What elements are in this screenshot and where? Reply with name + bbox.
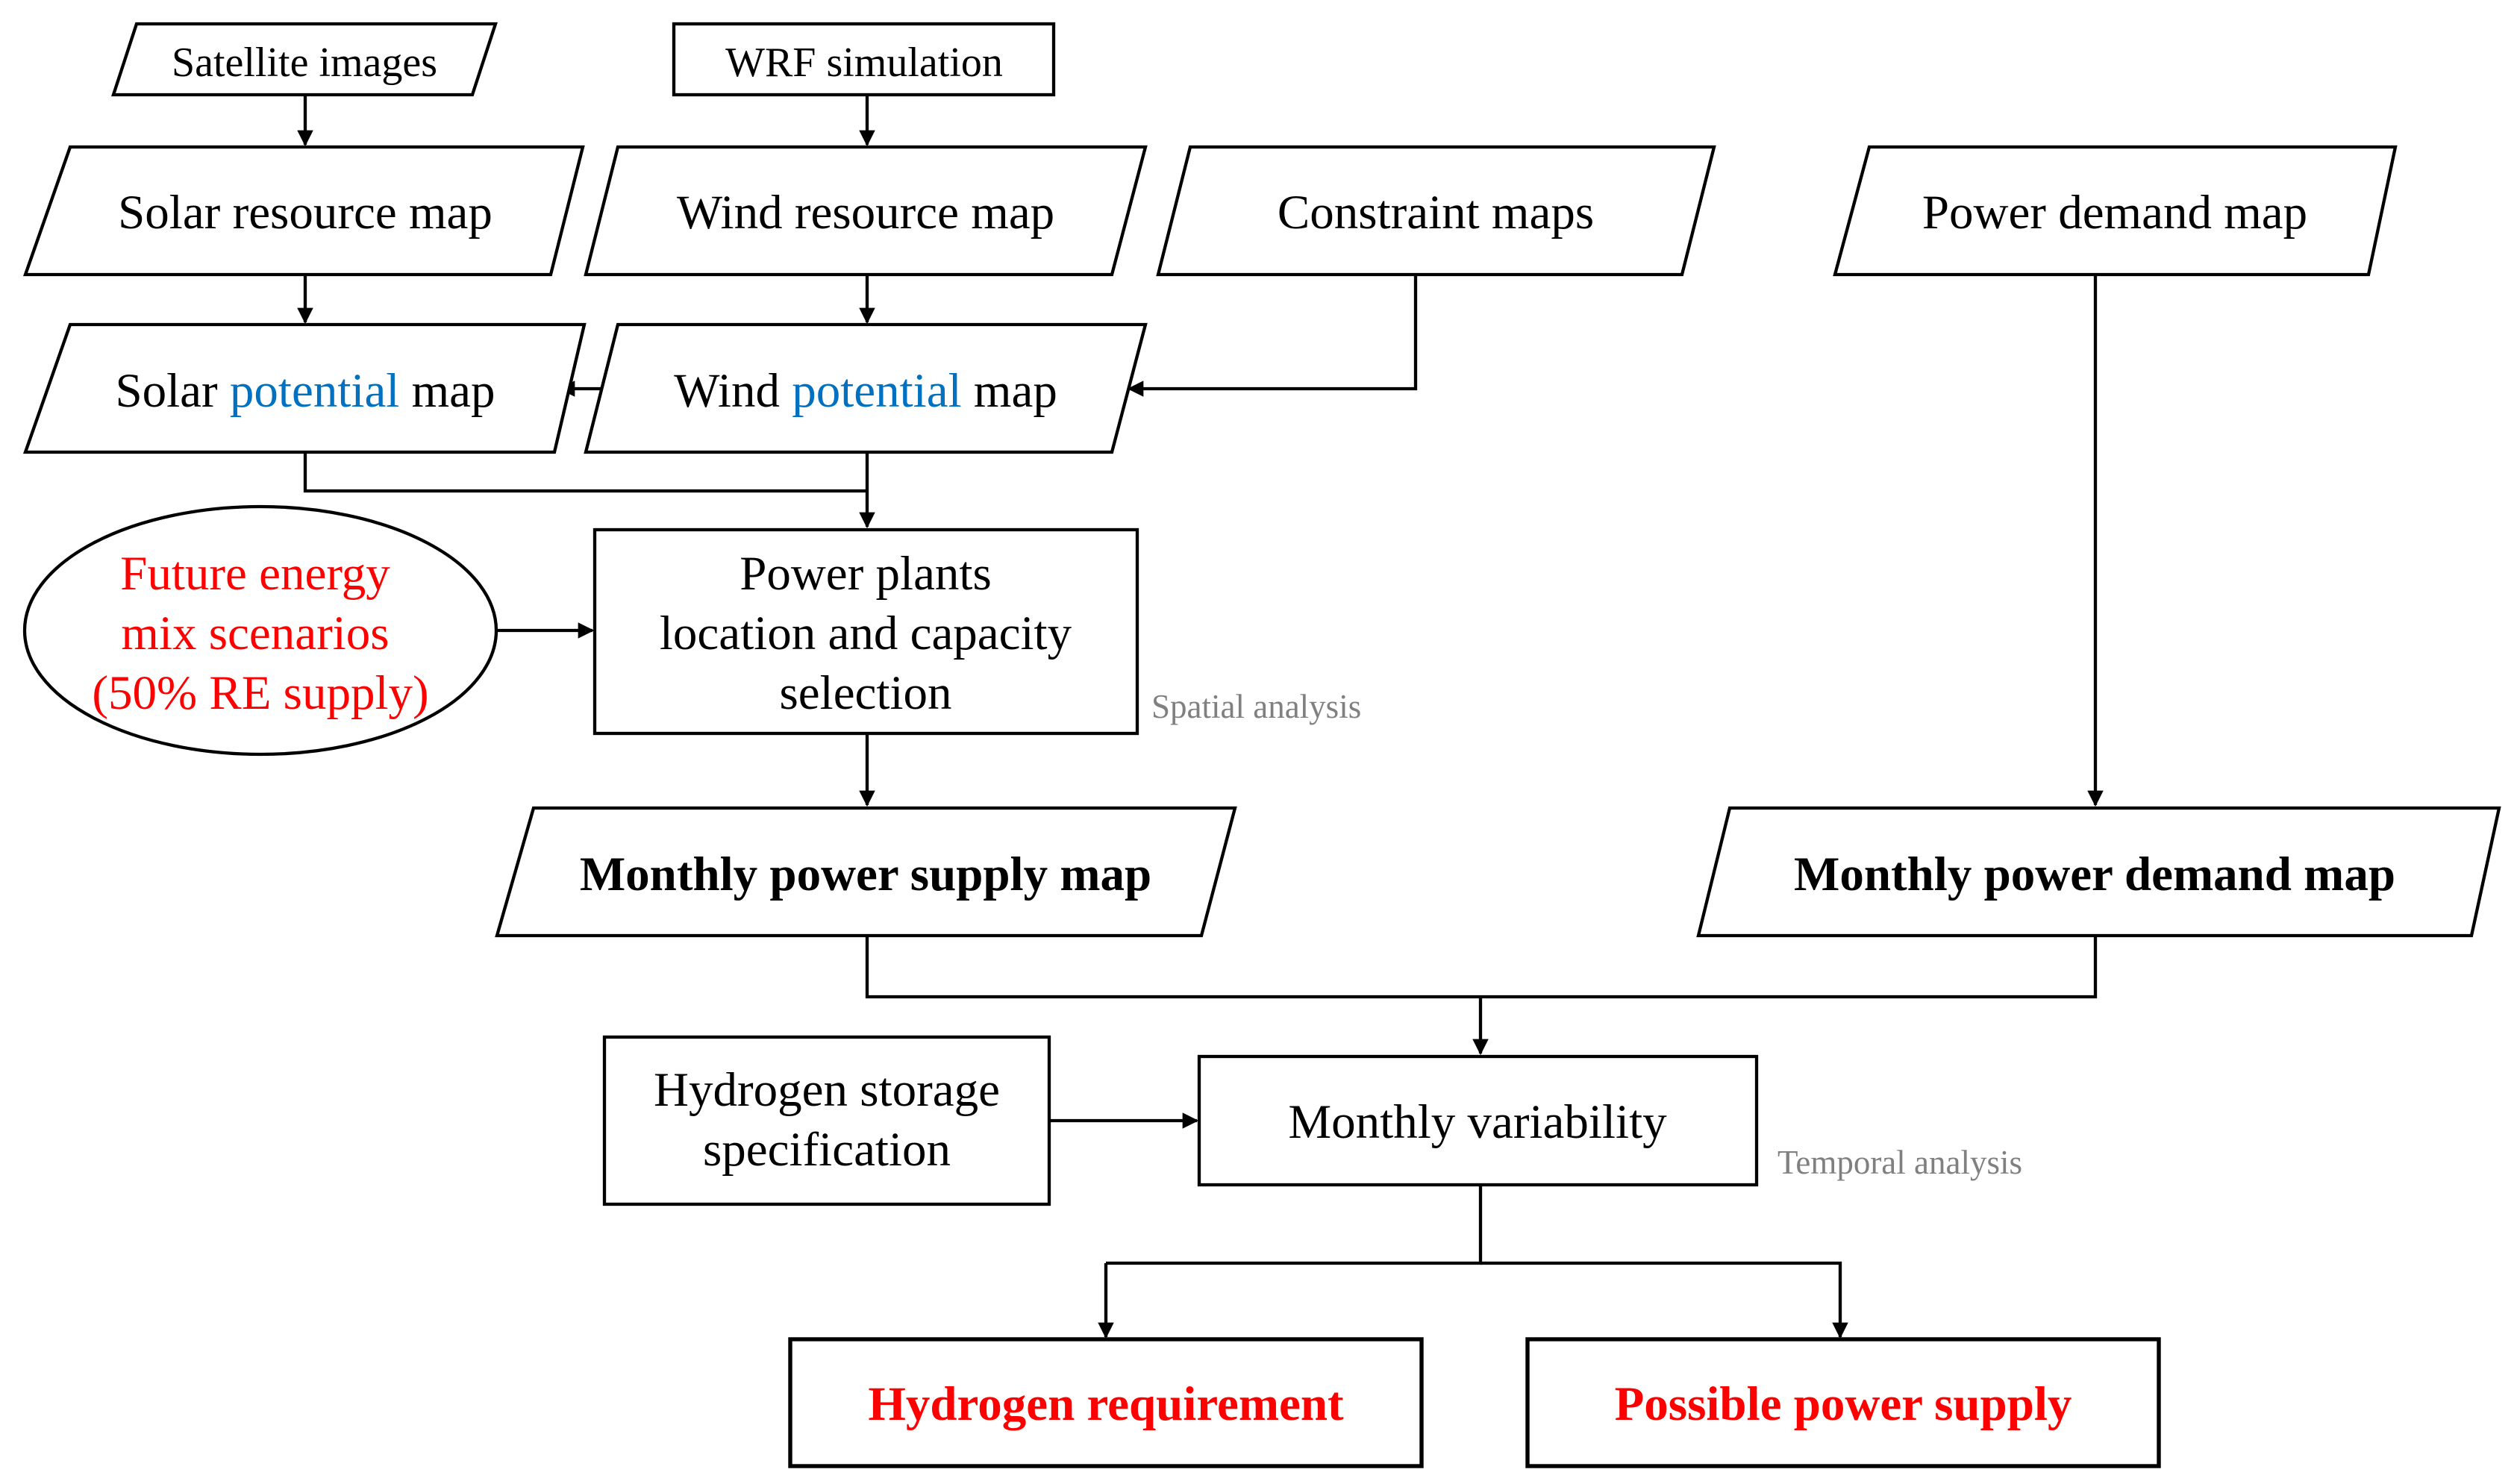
temporal-analysis-annotation: Temporal analysis	[1777, 1144, 2022, 1181]
power-demand-map-label: Power demand map	[1922, 186, 2307, 239]
spatial-analysis-annotation: Spatial analysis	[1151, 688, 1361, 725]
solar-potential-map-node: Solar potential map	[22, 322, 587, 454]
edge-solar-potential-merge	[303, 452, 867, 493]
edge-monthly-supply-merge	[865, 936, 2098, 999]
solar-potential-highlight: potential	[230, 364, 399, 418]
wind-resource-map-node: Wind resource map	[584, 145, 1148, 277]
future-energy-line-2: mix scenarios	[121, 607, 389, 660]
wind-potential-prefix: Wind	[674, 364, 792, 418]
power-plants-line-1: Power plants	[740, 547, 992, 601]
wrf-simulation-node: WRF simulation	[672, 22, 1056, 97]
monthly-power-demand-map-label: Monthly power demand map	[1794, 848, 2395, 901]
satellite-images-label: Satellite images	[172, 40, 437, 86]
monthly-variability-node: Monthly variability	[1197, 1054, 1759, 1187]
future-energy-line-3: (50% RE supply)	[92, 666, 428, 720]
edge-constraint-to-wind-potential	[1127, 275, 1418, 397]
hydrogen-storage-spec-node: Hydrogen storage specification	[602, 1035, 1051, 1206]
future-energy-line-1: Future energy	[120, 547, 390, 601]
monthly-power-supply-map-node: Monthly power supply map	[495, 806, 1237, 938]
edge-variability-to-possible-supply	[1481, 1261, 1848, 1339]
solar-potential-suffix: map	[399, 364, 495, 418]
possible-power-supply-label: Possible power supply	[1615, 1377, 2072, 1431]
power-plants-line-2: location and capacity	[660, 607, 1072, 660]
hydrogen-storage-line-2: specification	[703, 1123, 951, 1177]
wind-potential-highlight: potential	[792, 364, 961, 418]
power-plants-line-3: selection	[779, 666, 951, 720]
wind-resource-map-label: Wind resource map	[677, 186, 1054, 239]
wind-potential-map-label: Wind potential map	[674, 364, 1057, 418]
solar-potential-map-label: Solar potential map	[115, 364, 495, 418]
wind-potential-suffix: map	[962, 364, 1057, 418]
hydrogen-storage-line-1: Hydrogen storage	[654, 1063, 1000, 1117]
solar-resource-map-label: Solar resource map	[118, 186, 493, 239]
monthly-power-demand-map-node: Monthly power demand map	[1696, 806, 2501, 938]
monthly-variability-label: Monthly variability	[1288, 1095, 1667, 1149]
hydrogen-requirement-label: Hydrogen requirement	[868, 1377, 1344, 1431]
power-plants-selection-node: Power plants location and capacity selec…	[592, 527, 1139, 736]
power-demand-map-node: Power demand map	[1833, 145, 2398, 277]
constraint-maps-node: Constraint maps	[1156, 145, 1716, 277]
wrf-simulation-label: WRF simulation	[725, 40, 1003, 86]
possible-power-supply-node: Possible power supply	[1525, 1337, 2161, 1468]
solar-resource-map-node: Solar resource map	[22, 145, 585, 277]
satellite-images-node: Satellite images	[111, 22, 498, 97]
wind-potential-map-node: Wind potential map	[584, 322, 1148, 454]
constraint-maps-label: Constraint maps	[1278, 186, 1594, 239]
hydrogen-requirement-node: Hydrogen requirement	[788, 1337, 1424, 1468]
solar-potential-prefix: Solar	[115, 364, 229, 418]
future-energy-scenarios-node: Future energy mix scenarios (50% RE supp…	[22, 504, 498, 757]
monthly-power-supply-map-label: Monthly power supply map	[580, 848, 1151, 901]
edge-variability-split	[1106, 1185, 1483, 1265]
